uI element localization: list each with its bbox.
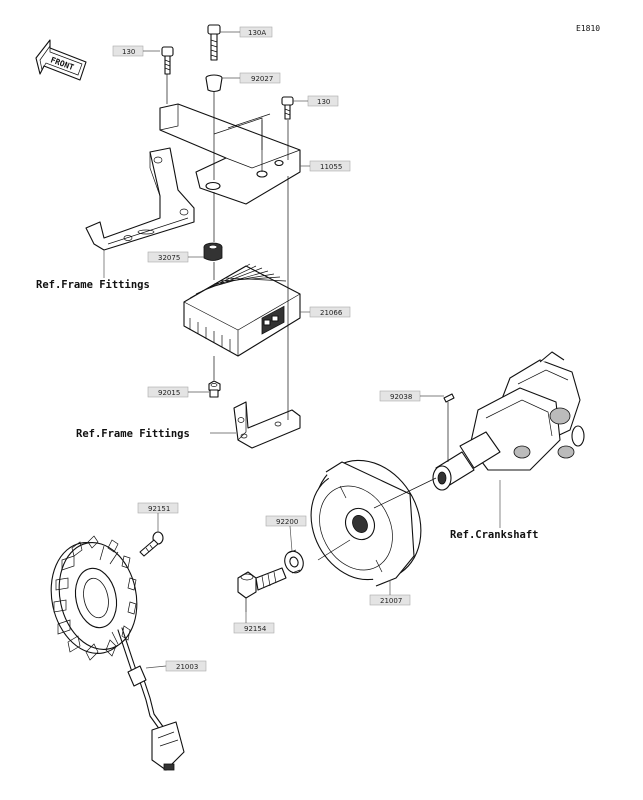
stator-21003 xyxy=(50,535,138,661)
damper-32075 xyxy=(203,242,223,261)
screw-92151 xyxy=(139,531,164,557)
flywheel-21007 xyxy=(310,459,422,587)
bolt-130-left xyxy=(161,46,174,75)
bolt-92154 xyxy=(237,567,287,612)
part-number-92027: 92027 xyxy=(251,75,273,83)
ref-crankshaft: Ref.Crankshaft xyxy=(450,529,539,541)
part-number-130a: 130 xyxy=(122,48,135,56)
ref-frame-fittings-bottom: Ref.Frame Fittings xyxy=(76,428,190,440)
bolt-130A xyxy=(207,24,221,61)
part-number-32075: 32075 xyxy=(158,254,180,262)
diagram-code: E1810 xyxy=(576,24,600,33)
part-number-92200: 92200 xyxy=(276,518,298,526)
bracket-11055 xyxy=(159,103,301,205)
part-number-130b: 130 xyxy=(317,98,330,106)
part-number-21007: 21007 xyxy=(380,597,402,605)
key-92038 xyxy=(443,393,455,403)
part-number-92038: 92038 xyxy=(390,393,412,401)
ref-frame-fittings-top: Ref.Frame Fittings xyxy=(36,279,150,291)
nut-92015 xyxy=(208,380,221,398)
crankshaft xyxy=(432,351,585,491)
frame-bracket-left xyxy=(85,147,195,251)
part-number-130A: 130A xyxy=(248,29,266,37)
part-number-92154: 92154 xyxy=(244,625,267,633)
bolt-130-right xyxy=(281,96,294,120)
washer-92200 xyxy=(284,549,304,574)
part-number-21003: 21003 xyxy=(176,663,198,671)
front-arrow-icon: FRONT xyxy=(35,39,87,81)
wire-harness xyxy=(117,627,185,771)
frame-bracket-lower xyxy=(233,401,301,449)
part-number-92151: 92151 xyxy=(148,505,170,513)
collar-92027 xyxy=(205,74,223,93)
part-number-92015: 92015 xyxy=(158,389,180,397)
part-number-11055: 11055 xyxy=(320,163,342,171)
part-number-21066: 21066 xyxy=(320,309,343,317)
regulator-21066 xyxy=(183,263,301,357)
